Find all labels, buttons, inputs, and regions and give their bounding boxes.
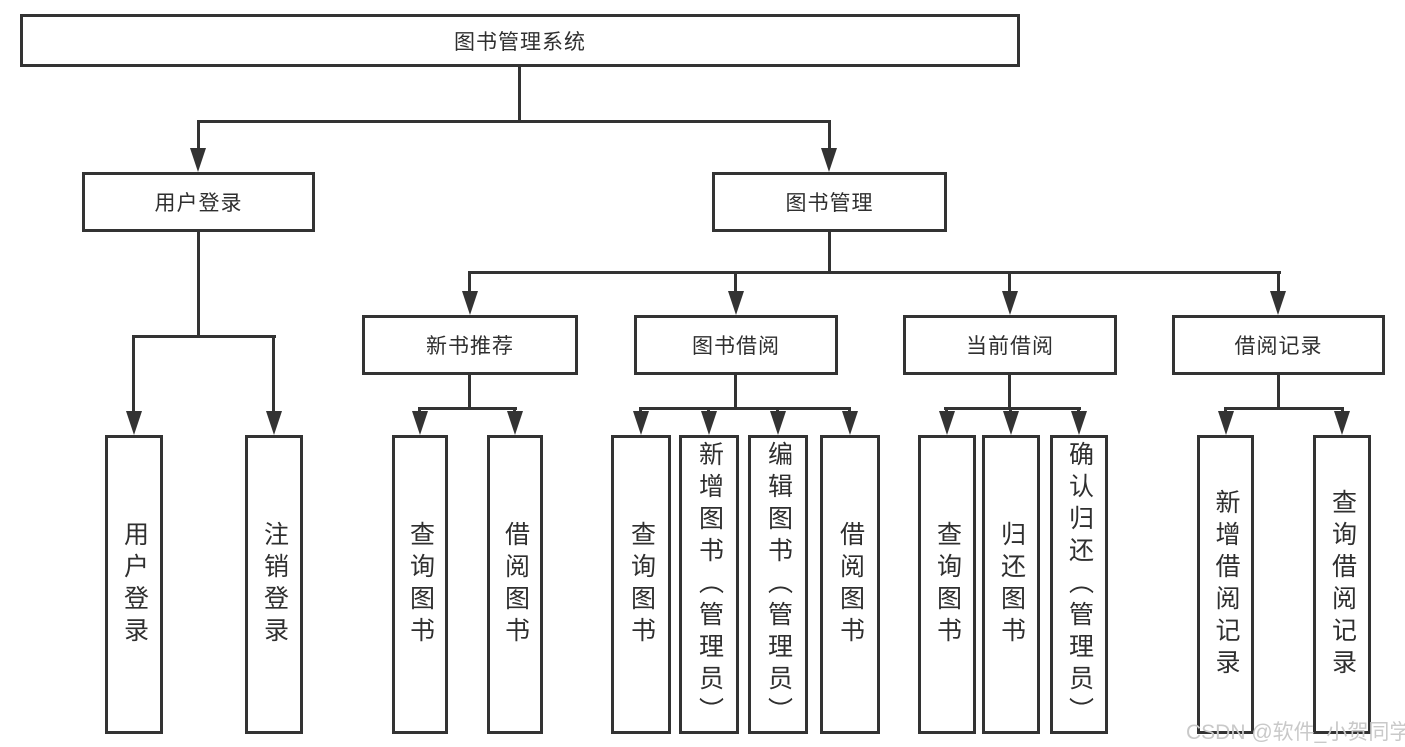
connector-line [639, 407, 851, 410]
node-label: 查询借阅记录 [1328, 488, 1357, 681]
node-user-login: 用户登录 [82, 172, 315, 232]
node-label: 新书推荐 [426, 335, 514, 358]
arrow-down-icon [266, 411, 282, 435]
arrow-down-icon [507, 411, 523, 435]
node-label: 借阅图书 [501, 520, 530, 649]
connector-line [828, 120, 831, 150]
connector-line [1008, 271, 1011, 293]
arrow-down-icon [939, 411, 955, 435]
leaf-return-book: 归还图书 [982, 435, 1040, 734]
leaf-confirm-return-admin: 确认归还（管理员） [1050, 435, 1108, 734]
connector-line [518, 67, 521, 120]
node-book-management: 图书管理 [712, 172, 947, 232]
node-borrow-record: 借阅记录 [1172, 315, 1385, 375]
leaf-edit-book-admin: 编辑图书（管理员） [748, 435, 808, 734]
arrow-down-icon [462, 291, 478, 315]
node-label: 借阅图书 [836, 520, 865, 649]
csdn-watermark: CSDN @软件_小贺同学 [1186, 721, 1405, 744]
leaf-query-book-current: 查询图书 [918, 435, 976, 734]
connector-line [272, 335, 275, 413]
connector-line [1224, 407, 1344, 410]
connector-line [468, 271, 471, 293]
node-label: 用户登录 [154, 192, 243, 215]
node-label: 图书借阅 [692, 335, 780, 358]
arrow-down-icon [633, 411, 649, 435]
connector-line [468, 375, 471, 407]
connector-line [197, 120, 831, 123]
node-label: 新增图书（管理员） [695, 440, 724, 729]
node-label: 注销登录 [260, 520, 289, 649]
node-label: 新增借阅记录 [1212, 488, 1240, 681]
arrow-down-icon [1334, 411, 1350, 435]
connector-line [944, 407, 1081, 410]
arrow-down-icon [821, 148, 837, 172]
node-label: 当前借阅 [966, 335, 1054, 358]
node-label: 确认归还（管理员） [1065, 440, 1094, 729]
connector-line [1277, 271, 1280, 293]
node-label: 归还图书 [997, 520, 1026, 649]
node-book-borrow: 图书借阅 [634, 315, 838, 375]
node-new-book-recommend: 新书推荐 [362, 315, 578, 375]
leaf-add-borrow-record: 新增借阅记录 [1197, 435, 1254, 734]
connector-line [734, 375, 737, 407]
connector-line [468, 271, 1281, 274]
leaf-add-book-admin: 新增图书（管理员） [679, 435, 739, 734]
leaf-query-book-borrow: 查询图书 [611, 435, 671, 734]
connector-line [132, 335, 135, 413]
connector-line [197, 232, 200, 335]
node-label: 查询图书 [627, 520, 656, 649]
connector-line [1277, 375, 1280, 407]
arrow-down-icon [126, 411, 142, 435]
arrow-down-icon [1003, 411, 1019, 435]
arrow-down-icon [1071, 411, 1087, 435]
node-label: 用户登录 [120, 520, 149, 649]
arrow-down-icon [770, 411, 786, 435]
node-current-borrow: 当前借阅 [903, 315, 1117, 375]
connector-line [734, 271, 737, 293]
connector-line [828, 232, 831, 271]
arrow-down-icon [1218, 411, 1234, 435]
leaf-borrow-book: 借阅图书 [820, 435, 880, 734]
arrow-down-icon [190, 148, 206, 172]
leaf-query-book-recommend: 查询图书 [392, 435, 448, 734]
leaf-borrow-book-recommend: 借阅图书 [487, 435, 543, 734]
node-label: 编辑图书（管理员） [764, 440, 793, 729]
arrow-down-icon [701, 411, 717, 435]
arrow-down-icon [842, 411, 858, 435]
arrow-down-icon [412, 411, 428, 435]
node-label: 查询图书 [933, 520, 962, 649]
leaf-logout: 注销登录 [245, 435, 303, 734]
connector-line [1008, 375, 1011, 407]
node-label: 查询图书 [406, 520, 435, 649]
node-root: 图书管理系统 [20, 14, 1020, 67]
leaf-query-borrow-record: 查询借阅记录 [1313, 435, 1371, 734]
arrow-down-icon [1002, 291, 1018, 315]
arrow-down-icon [728, 291, 744, 315]
connector-line [418, 407, 517, 410]
arrow-down-icon [1270, 291, 1286, 315]
node-label: 借阅记录 [1234, 335, 1323, 358]
node-label: 图书管理系统 [454, 30, 586, 54]
connector-line [197, 120, 200, 150]
connector-line [132, 335, 276, 338]
leaf-user-login: 用户登录 [105, 435, 163, 734]
node-label: 图书管理 [785, 192, 874, 215]
